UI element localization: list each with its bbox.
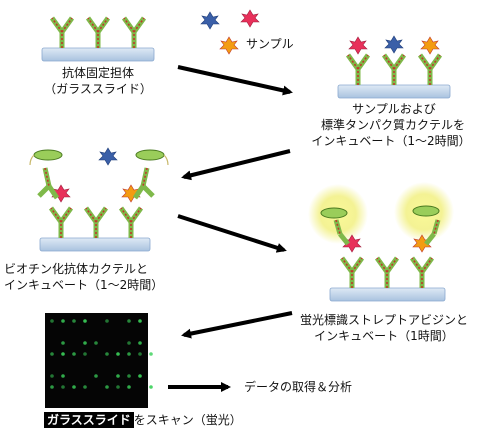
label-step4-line2: インキュベート（1時間） bbox=[314, 329, 454, 343]
fluorescent-spot bbox=[116, 385, 120, 389]
arrow-step1-to-step2 bbox=[177, 65, 293, 96]
sample-molecule-red bbox=[240, 9, 260, 28]
sample-molecule-blue bbox=[200, 11, 220, 30]
fluorescent-spots bbox=[50, 319, 153, 389]
fluorescent-spot bbox=[138, 341, 142, 345]
sample-molecule-blue bbox=[98, 147, 118, 166]
fluorescent-spot bbox=[94, 341, 98, 345]
capture-antibody bbox=[339, 256, 365, 288]
label-scan-rest: をスキャン（蛍光） bbox=[133, 413, 242, 427]
capture-antibody bbox=[85, 16, 111, 48]
fluorescent-spot bbox=[94, 374, 98, 378]
fluorescent-spot bbox=[72, 352, 76, 356]
fluorescent-spot bbox=[50, 385, 54, 389]
scan-background bbox=[45, 313, 148, 408]
fluorescent-spot bbox=[127, 319, 131, 323]
capture-antibody bbox=[381, 53, 407, 85]
glass-slide bbox=[329, 287, 446, 302]
label-data-analysis: データの取得＆分析 bbox=[244, 380, 353, 394]
capture-antibody bbox=[409, 256, 435, 288]
label-scan-highlight: ガラススライド bbox=[44, 412, 134, 428]
capture-antibody bbox=[374, 256, 400, 288]
fluorescent-spot bbox=[50, 374, 54, 378]
detection-antibody bbox=[424, 219, 441, 246]
fluorescent-spot bbox=[61, 319, 65, 323]
biotin-coil bbox=[135, 149, 165, 161]
fluorescent-spot bbox=[83, 341, 87, 345]
detection-antibody bbox=[132, 167, 155, 200]
fluorescent-spot bbox=[138, 352, 142, 356]
label-step1-line2: （ガラススライド） bbox=[44, 82, 152, 96]
fluorescent-spot bbox=[127, 374, 131, 378]
fluorescent-spot bbox=[50, 352, 54, 356]
panel-antibody-slide bbox=[41, 16, 155, 62]
label-step2-line1: サンプルおよび bbox=[352, 102, 436, 116]
fluorescent-spot bbox=[72, 385, 76, 389]
sample-molecules bbox=[200, 9, 260, 55]
panel-biotin-antibody bbox=[29, 147, 169, 252]
fluorescent-spot bbox=[138, 374, 142, 378]
fluorescent-spot bbox=[105, 352, 109, 356]
label-step4-line1: 蛍光標識ストレプトアビジンと bbox=[299, 313, 468, 327]
label-sample: サンプル bbox=[246, 37, 294, 51]
streptavidin-coil bbox=[320, 207, 348, 219]
fluorescent-spot bbox=[116, 352, 120, 356]
sample-molecule-red bbox=[348, 36, 368, 55]
biotin-linker bbox=[163, 154, 169, 166]
biotin-coil bbox=[33, 149, 63, 161]
glass-slide bbox=[39, 237, 151, 252]
scanned-slide-image bbox=[45, 313, 153, 408]
glass-slide bbox=[41, 47, 155, 62]
capture-antibody bbox=[48, 206, 74, 238]
fluorescent-spot bbox=[116, 374, 120, 378]
fluorescent-spot bbox=[149, 385, 153, 389]
fluorescent-spot bbox=[127, 352, 131, 356]
capture-antibody bbox=[345, 53, 371, 85]
label-step3-line2: インキュベート（1〜2時間） bbox=[4, 278, 164, 292]
capture-antibody bbox=[121, 16, 147, 48]
biotin-linker bbox=[29, 154, 35, 166]
fluorescent-spot bbox=[149, 352, 153, 356]
panel-streptavidin bbox=[308, 182, 454, 302]
capture-antibody bbox=[49, 16, 75, 48]
capture-antibody bbox=[118, 206, 144, 238]
sample-molecule-blue bbox=[384, 35, 404, 54]
label-step2-line2: 標準タンパク質カクテルを bbox=[320, 118, 465, 132]
sample-molecule-orange bbox=[219, 36, 239, 55]
label-step1-line1: 抗体固定担体 bbox=[61, 66, 134, 80]
label-step2-line3: インキュベート（1〜2時間） bbox=[311, 134, 471, 148]
capture-antibody bbox=[417, 53, 443, 85]
panel-sample-bound bbox=[337, 35, 451, 99]
fluorescent-spot bbox=[105, 385, 109, 389]
fluorescent-spot bbox=[127, 341, 131, 345]
sample-molecule-orange bbox=[420, 36, 440, 55]
label-step3-line1: ビオチン化抗体カクテルと bbox=[4, 262, 149, 276]
fluorescent-spot bbox=[61, 385, 65, 389]
detection-antibody bbox=[333, 219, 350, 246]
fluorescent-spot bbox=[83, 319, 87, 323]
label-scan: ガラススライドをスキャン（蛍光） bbox=[44, 412, 242, 428]
glass-slide bbox=[337, 84, 451, 99]
fluorescent-spot bbox=[72, 319, 76, 323]
fluorescent-spot bbox=[61, 341, 65, 345]
fluorescent-spot bbox=[83, 352, 87, 356]
fluorescent-spot bbox=[61, 352, 65, 356]
fluorescent-spot bbox=[105, 319, 109, 323]
streptavidin-coil bbox=[412, 205, 440, 217]
fluorescent-spot bbox=[83, 385, 87, 389]
fluorescent-spot bbox=[50, 319, 54, 323]
arrow-step3-to-step4 bbox=[177, 214, 287, 253]
capture-antibody bbox=[83, 206, 109, 238]
fluorescent-spot bbox=[138, 319, 142, 323]
detection-antibody bbox=[37, 167, 60, 200]
arrow-step2-to-step3 bbox=[181, 149, 291, 181]
fluorescent-spot bbox=[61, 374, 65, 378]
fluorescent-spot bbox=[127, 385, 131, 389]
arrow-step4-to-scan bbox=[181, 311, 293, 339]
